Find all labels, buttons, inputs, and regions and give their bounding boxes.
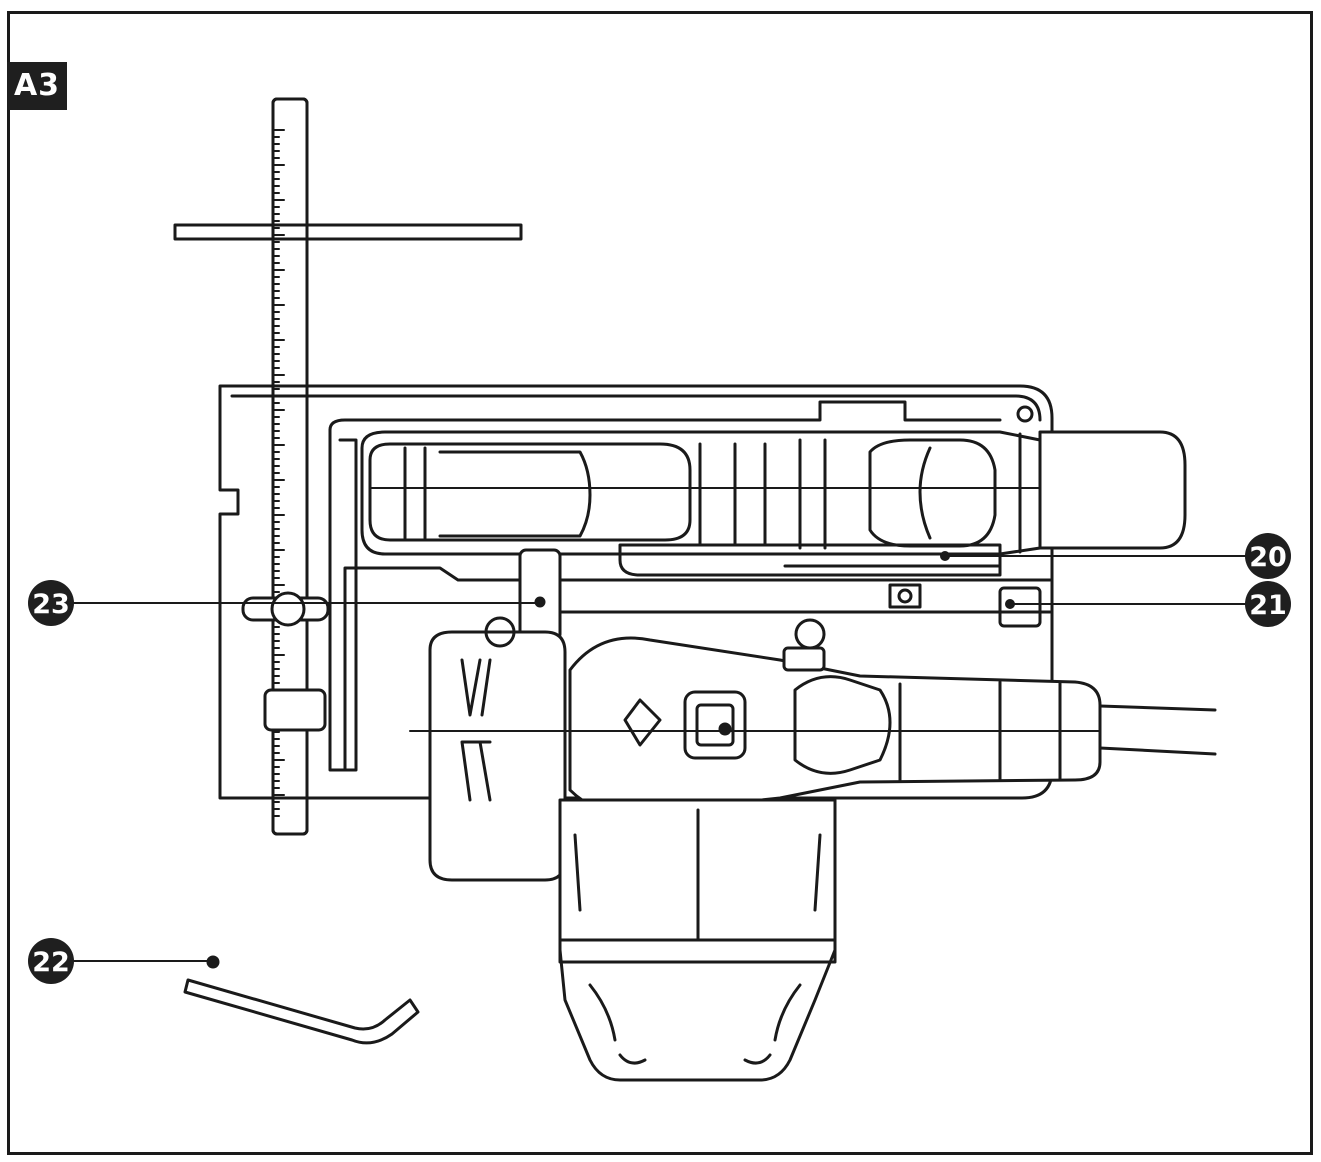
leader-lines: [71, 551, 1249, 962]
guard-frame: [328, 400, 1002, 772]
depth-scale-ruler: [173, 97, 523, 836]
callout-23: 23: [28, 580, 74, 626]
motor-body: [558, 798, 837, 1082]
callout-23-label: 23: [32, 589, 70, 620]
callout-22-label: 22: [32, 947, 70, 978]
figure-frame: [7, 11, 1313, 1155]
figure-tag: A3: [7, 62, 67, 110]
callout-21-label: 21: [1249, 590, 1287, 621]
callout-21: 21: [1245, 581, 1291, 627]
guide-rail: [558, 543, 1052, 628]
hex-key: [183, 955, 420, 1045]
motor-housing: [360, 430, 1187, 556]
callout-22: 22: [28, 938, 74, 984]
callout-20-label: 20: [1249, 542, 1287, 573]
callout-20: 20: [1245, 533, 1291, 579]
